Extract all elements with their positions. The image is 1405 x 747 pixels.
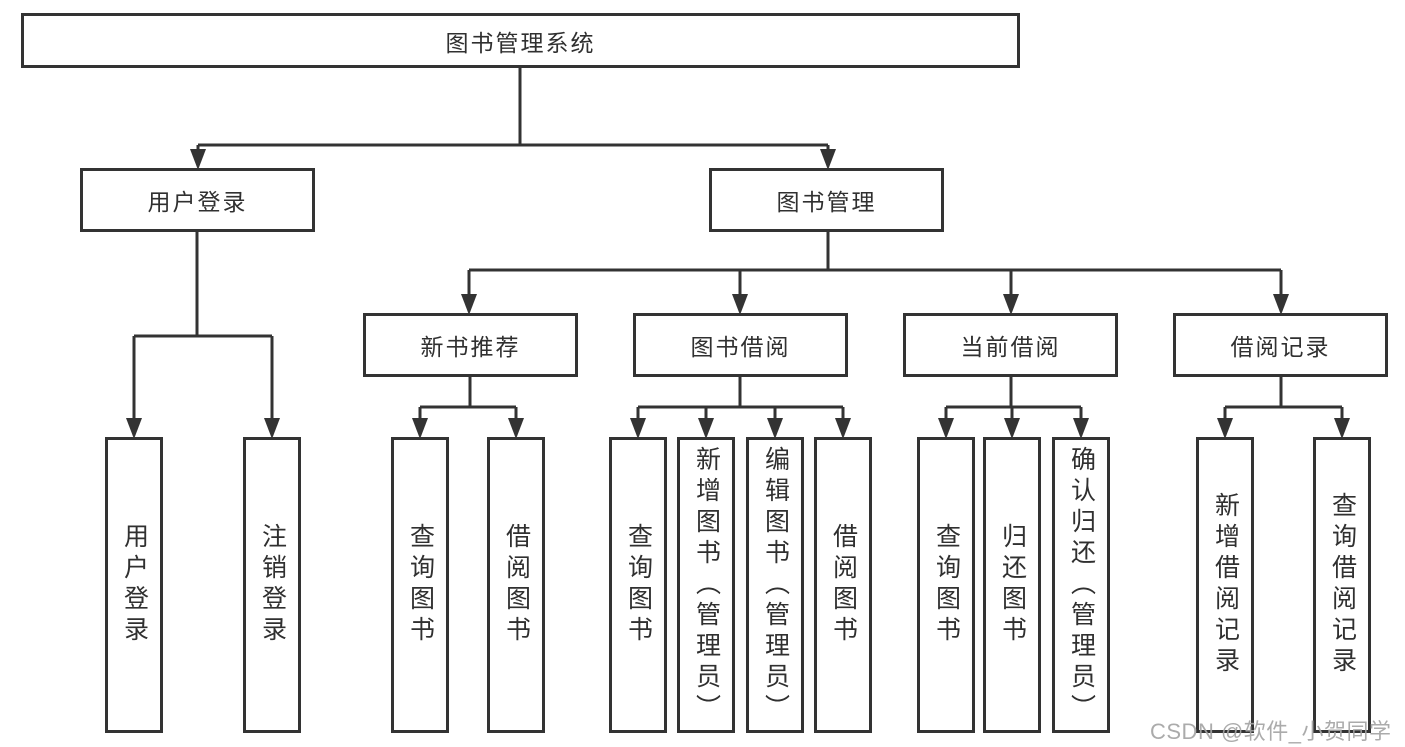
connector-book-borrow-arrowheads xyxy=(630,418,851,439)
connector-current-borrow-branch xyxy=(944,377,1083,428)
leaf-logout: 注销登录 xyxy=(243,437,301,733)
connector-new-book-branch xyxy=(418,377,518,428)
connector-book-management-arrowheads xyxy=(461,294,1289,315)
connector-book-management-branch xyxy=(467,232,1283,304)
leaf-borrowing-add-books-admin: 新增图书（管理员） xyxy=(677,437,735,733)
csdn-watermark: CSDN @软件_小贺同学 xyxy=(1150,719,1392,744)
leaf-borrowing-edit-books-admin: 编辑图书（管理员） xyxy=(746,437,804,733)
node-book-management: 图书管理 xyxy=(709,168,944,232)
connector-book-borrow-branch xyxy=(636,377,845,428)
leaf-records-add-borrow-record: 新增借阅记录 xyxy=(1196,437,1254,733)
connector-root-arrowheads xyxy=(190,149,836,170)
connector-user-login-arrowheads xyxy=(126,418,280,439)
connector-root-branch xyxy=(196,68,830,160)
connector-current-borrow-arrowheads xyxy=(938,418,1089,439)
leaf-current-query-books: 查询图书 xyxy=(917,437,975,733)
leaf-borrowing-borrow-books: 借阅图书 xyxy=(814,437,872,733)
leaf-newbook-query-books: 查询图书 xyxy=(391,437,449,733)
leaf-current-return-books: 归还图书 xyxy=(983,437,1041,733)
node-borrowing-records: 借阅记录 xyxy=(1173,313,1388,377)
connector-borrow-records-branch xyxy=(1223,377,1344,428)
leaf-records-query-borrow-record: 查询借阅记录 xyxy=(1313,437,1371,733)
node-user-login: 用户登录 xyxy=(80,168,315,232)
connector-new-book-arrowheads xyxy=(412,418,524,439)
leaf-newbook-borrow-books: 借阅图书 xyxy=(487,437,545,733)
node-new-book-recommendation: 新书推荐 xyxy=(363,313,578,377)
leaf-borrowing-query-books: 查询图书 xyxy=(609,437,667,733)
connector-user-login-branch xyxy=(132,232,274,428)
node-current-borrowing: 当前借阅 xyxy=(903,313,1118,377)
connector-borrow-records-arrowheads xyxy=(1217,418,1350,439)
leaf-current-confirm-return-admin: 确认归还（管理员） xyxy=(1052,437,1110,733)
leaf-user-login: 用户登录 xyxy=(105,437,163,733)
node-book-borrowing: 图书借阅 xyxy=(633,313,848,377)
node-library-management-system: 图书管理系统 xyxy=(21,13,1020,68)
